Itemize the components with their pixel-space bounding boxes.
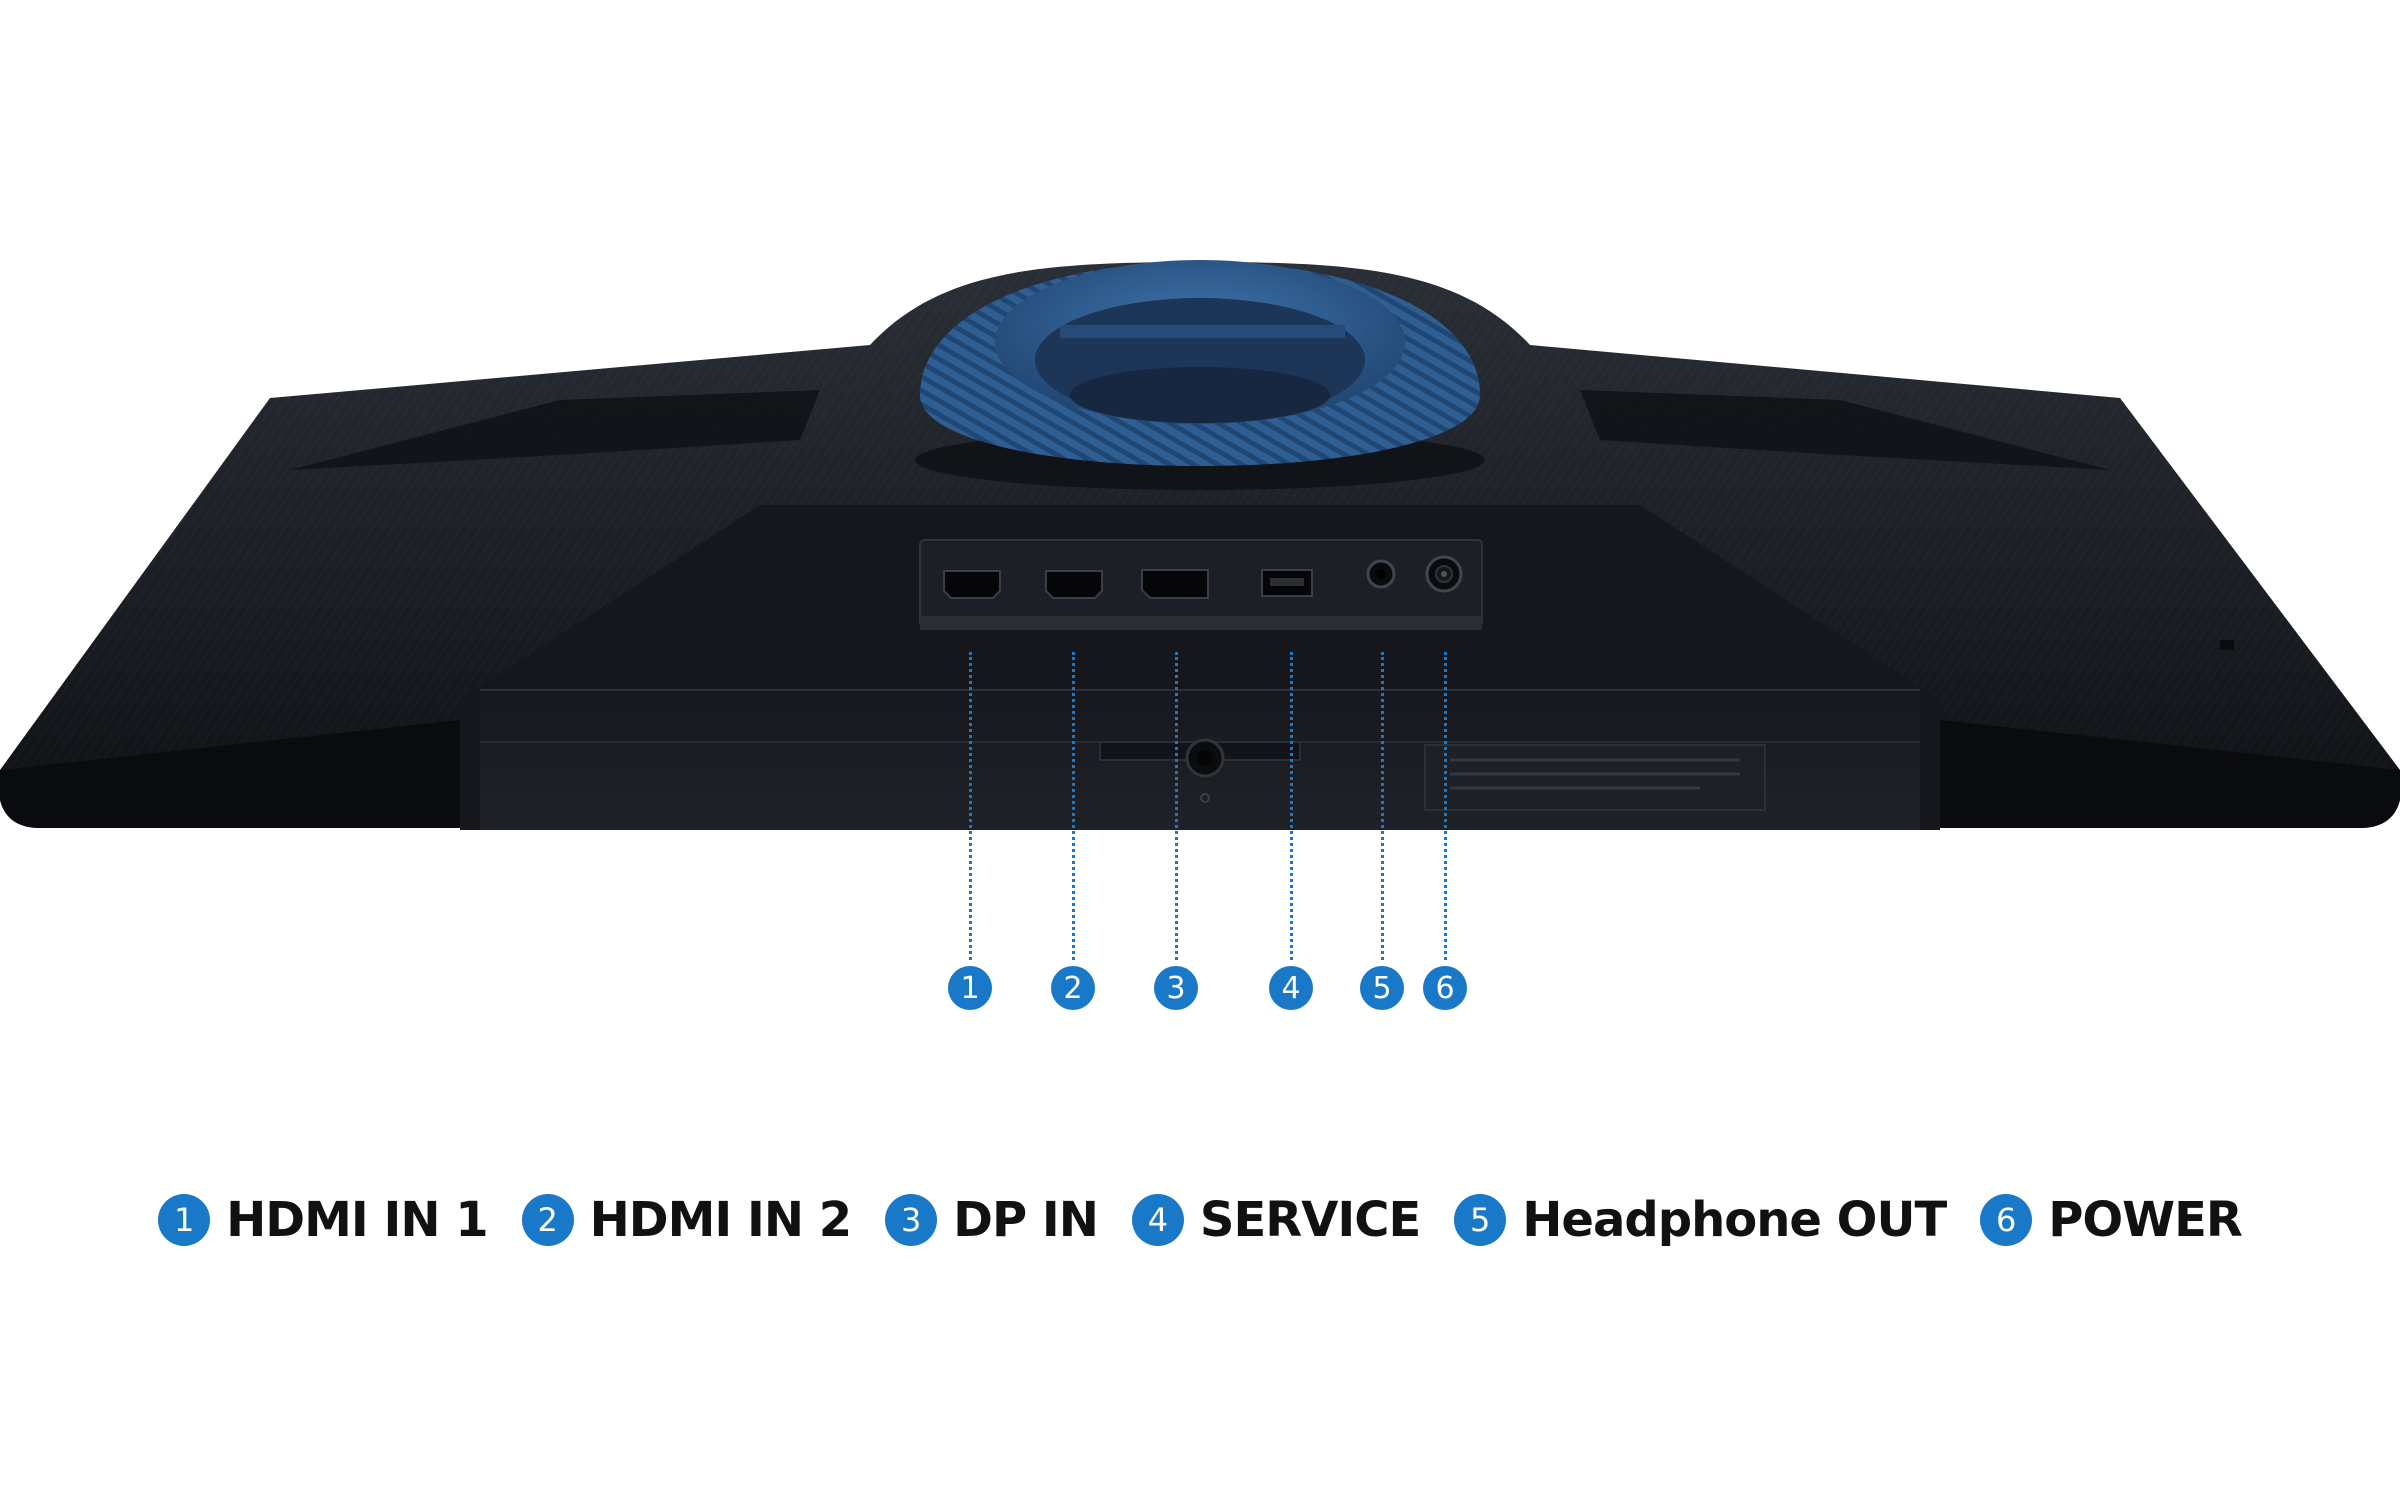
legend-item-service: 4 SERVICE (1131, 1192, 1421, 1248)
legend-item-hdmi-in-2: 2 HDMI IN 2 (521, 1192, 852, 1248)
legend-item-headphone-out: 5 Headphone OUT (1454, 1192, 1947, 1248)
callout-3: 3 (1154, 966, 1198, 1010)
leader-line-6 (1444, 652, 1447, 960)
legend-item-dp-in: 3 DP IN (885, 1192, 1099, 1248)
legend-label-3: DP IN (953, 1192, 1099, 1248)
legend-number-4: 4 (1131, 1194, 1184, 1246)
port-legend: 1 HDMI IN 1 2 HDMI IN 2 3 DP IN 4 SERVIC… (0, 1190, 2400, 1250)
leader-line-4 (1290, 652, 1293, 960)
callout-2: 2 (1051, 966, 1095, 1010)
hdmi-port-icon-1 (943, 570, 1001, 599)
product-label (1424, 744, 1766, 811)
legend-item-power: 6 POWER (1980, 1192, 2243, 1248)
callout-4: 4 (1269, 966, 1313, 1010)
legend-number-2: 2 (521, 1194, 574, 1246)
usb-port-icon (1261, 569, 1313, 597)
legend-label-1: HDMI IN 1 (226, 1192, 488, 1248)
legend-label-6: POWER (2048, 1192, 2243, 1248)
callout-6: 6 (1423, 966, 1467, 1010)
legend-label-4: SERVICE (1199, 1192, 1421, 1248)
leader-line-3 (1175, 652, 1178, 960)
leader-line-1 (969, 652, 972, 960)
legend-label-2: HDMI IN 2 (589, 1192, 852, 1248)
legend-label-5: Headphone OUT (1522, 1192, 1947, 1248)
leader-line-5 (1381, 652, 1384, 960)
displayport-icon (1141, 569, 1209, 599)
leader-line-2 (1072, 652, 1075, 960)
hdmi-port-icon-2 (1045, 570, 1103, 599)
legend-item-hdmi-in-1: 1 HDMI IN 1 (158, 1192, 489, 1248)
callout-1: 1 (948, 966, 992, 1010)
legend-number-5: 5 (1454, 1194, 1507, 1246)
legend-number-1: 1 (158, 1194, 211, 1246)
legend-number-6: 6 (1980, 1194, 2033, 1246)
legend-number-3: 3 (885, 1194, 938, 1246)
power-jack-icon (1425, 555, 1463, 593)
headphone-jack-icon (1366, 559, 1396, 589)
callout-5: 5 (1360, 966, 1404, 1010)
